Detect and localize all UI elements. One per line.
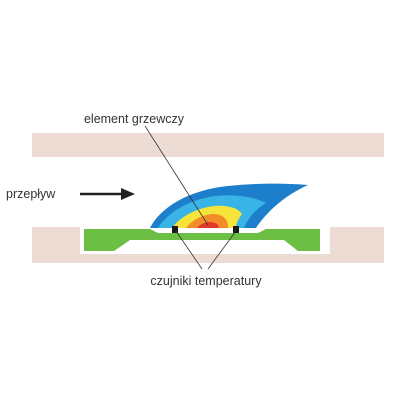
flow-label: przepływ <box>6 187 56 201</box>
sensor-chip <box>84 229 320 251</box>
temperature-sensor-downstream <box>233 226 239 233</box>
heating-element-label: element grzewczy <box>84 112 185 126</box>
sensor-leader-left <box>175 230 203 270</box>
temperature-sensors-label: czujniki temperatury <box>150 274 262 288</box>
temperature-sensor-upstream <box>172 226 178 233</box>
flow-arrow-head <box>121 188 135 200</box>
upper-channel-wall <box>32 133 384 157</box>
lower-channel-wall <box>32 227 384 263</box>
sensor-leader-right <box>207 230 237 270</box>
heat-plume-orange <box>186 214 228 228</box>
heating-element-leader <box>144 125 209 226</box>
